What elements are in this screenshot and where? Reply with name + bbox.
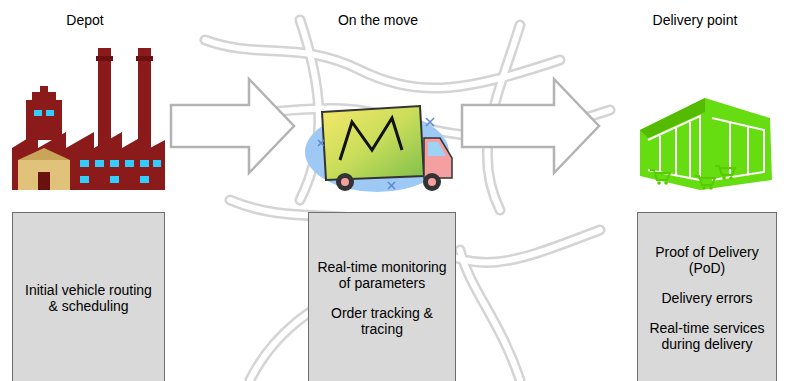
factory-icon	[136, 56, 153, 61]
factory-icon	[125, 160, 134, 167]
box-text: Initial vehicle routing & scheduling	[21, 282, 156, 314]
factory-icon	[34, 110, 42, 116]
store-icon	[650, 170, 670, 180]
factory-icon	[80, 176, 89, 183]
store-icon	[648, 116, 764, 180]
road-map-watermark	[460, 250, 520, 380]
stage-title: On the move	[330, 9, 426, 31]
factory-icon	[96, 56, 113, 61]
road-map-watermark	[460, 250, 520, 380]
stage-heading: Delivery point	[605, 3, 785, 188]
store-icon	[709, 186, 713, 190]
truck-icon	[388, 182, 395, 189]
factory-icon	[110, 160, 119, 167]
truck-icon	[318, 140, 324, 146]
store-icon	[702, 186, 706, 190]
box-text: Real-time monitoring of parameters	[317, 259, 447, 291]
store-icon	[722, 176, 726, 180]
truck-icon	[428, 142, 446, 156]
store-icon	[729, 122, 731, 178]
store-icon	[659, 136, 661, 172]
truck-icon	[305, 106, 452, 192]
factory-icon	[12, 132, 165, 190]
store-icon	[689, 122, 691, 178]
store-icon	[712, 118, 764, 180]
box-text: Real-time services during delivery	[646, 320, 768, 352]
factory-icon	[18, 160, 70, 190]
stage-heading: Depot	[5, 3, 165, 188]
process-box: Initial vehicle routing & scheduling	[12, 212, 165, 381]
store-icon	[664, 181, 668, 185]
factory-icon	[110, 176, 119, 183]
truck-icon	[318, 118, 434, 189]
box-text: Order tracking & tracing	[317, 305, 447, 337]
stage-heading: On the move	[300, 3, 456, 188]
box-text: Delivery errors	[661, 290, 752, 306]
process-box: Proof of Delivery (PoD) Delivery errorsRe…	[637, 212, 777, 381]
factory-icon	[80, 160, 89, 167]
stage-title: Delivery point	[645, 9, 746, 31]
factory-icon	[26, 86, 62, 140]
truck-icon	[426, 118, 434, 126]
store-icon	[648, 116, 700, 180]
store-icon	[695, 176, 715, 185]
truck-icon	[340, 118, 402, 160]
process-box: Real-time monitoring of parametersOrder …	[308, 212, 456, 381]
store-icon	[650, 166, 735, 185]
store-icon	[657, 181, 661, 185]
truck-icon	[322, 106, 424, 180]
store-icon	[729, 176, 733, 180]
store-icon	[747, 126, 749, 175]
factory-icon	[34, 110, 161, 183]
truck-icon	[424, 138, 452, 178]
store-icon	[640, 98, 772, 190]
factory-icon	[18, 148, 70, 160]
flow-arrow	[171, 79, 294, 173]
store-icon	[715, 166, 735, 175]
truck-icon	[428, 178, 436, 186]
store-icon	[675, 128, 677, 175]
factory-icon	[153, 160, 161, 167]
truck-icon	[423, 173, 441, 191]
factory-icon	[46, 110, 54, 116]
flow-arrow	[462, 79, 599, 173]
truck-icon	[336, 173, 354, 191]
truck-icon	[341, 178, 349, 186]
store-icon	[640, 98, 772, 190]
box-text: Proof of Delivery (PoD)	[646, 244, 768, 276]
factory-icon	[12, 48, 165, 190]
factory-icon	[140, 160, 149, 167]
factory-icon	[98, 48, 111, 148]
factory-icon	[38, 172, 50, 190]
stage-title: Depot	[58, 9, 111, 31]
store-icon	[657, 176, 733, 190]
factory-icon	[95, 160, 104, 167]
factory-icon	[140, 176, 149, 183]
